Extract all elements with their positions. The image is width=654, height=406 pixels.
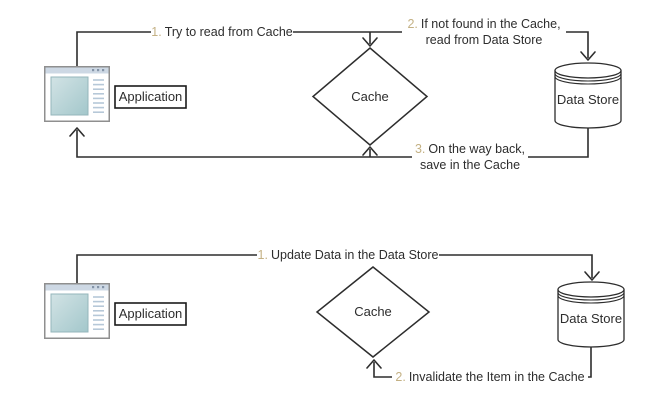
cache-diamond [311,47,429,146]
window-button-icon [102,69,105,72]
arrowhead-into-cache-top-icon [362,37,378,47]
step3-label-bg [412,141,528,174]
window-titlebar [45,67,109,74]
window-button-icon [97,69,100,72]
window-button-icon [102,286,105,289]
datastore-label: Data Store [560,311,622,326]
cache-label: Cache [351,89,389,104]
step1-number: 1. [258,248,268,262]
step2-text: Invalidate the Item in the Cache [409,370,585,384]
datastore-label: Data Store [557,92,619,107]
window-button-icon [92,69,95,72]
application-label: Application [119,89,183,104]
arrowhead-into-datastore-icon [584,271,600,281]
step1-label-bg [257,247,439,263]
step1-label: 1.Update Data in the Data Store [258,248,439,262]
datastore-cylinder [554,62,622,129]
arrowhead-into-datastore-icon [580,51,596,61]
step2-number: 2. [407,17,417,31]
window-text-lines [93,296,104,331]
step2-label-line2: read from Data Store [426,33,543,47]
step3-number: 3. [415,142,425,156]
arrowhead-into-application-icon [69,127,85,137]
application-window-icon [44,283,110,339]
step1-number: 1. [151,25,161,39]
step2-number: 2. [395,370,405,384]
step2-label: 2. Invalidate the Item in the Cache [395,370,584,384]
window-text-lines [93,79,104,114]
step3-text-line1: On the way back, [428,142,525,156]
connector-datastore-to-app [76,128,589,158]
application-label-box [114,302,187,326]
window-content-pane [50,293,89,333]
top-diagram: Application Cache Data Store 1. Try to re… [44,15,622,174]
window-button-icon [92,286,95,289]
bottom-diagram: Application Cache Data Store 1.Update Da… [44,247,625,385]
step1-label: 1. Try to read from Cache [151,25,293,39]
application-window-icon [44,66,110,122]
application-label-box [114,85,187,109]
step3-label-line1: 3.On the way back, [415,142,525,156]
window-button-icon [97,286,100,289]
step1-label-bg [151,24,293,40]
arrowhead-into-cache-bottom-icon [366,359,382,369]
datastore-cylinder [557,281,625,348]
window-content-pane [50,76,89,116]
step1-text: Update Data in the Data Store [271,248,439,262]
cache-label: Cache [354,304,392,319]
window-titlebar [45,284,109,291]
step2-text-line1: If not found in the Cache, [421,17,561,31]
connector-app-to-datastore [76,31,589,66]
step3-label-line2: save in the Cache [420,158,520,172]
step2-label-line1: 2. If not found in the Cache, [407,17,560,31]
step2-label-bg [402,15,566,49]
step2-label-bg [392,369,588,385]
application-label: Application [119,306,183,321]
cache-diamond [315,266,431,358]
step1-text: Try to read from Cache [165,25,293,39]
arrowhead-into-cache-bottom-icon [362,146,378,156]
